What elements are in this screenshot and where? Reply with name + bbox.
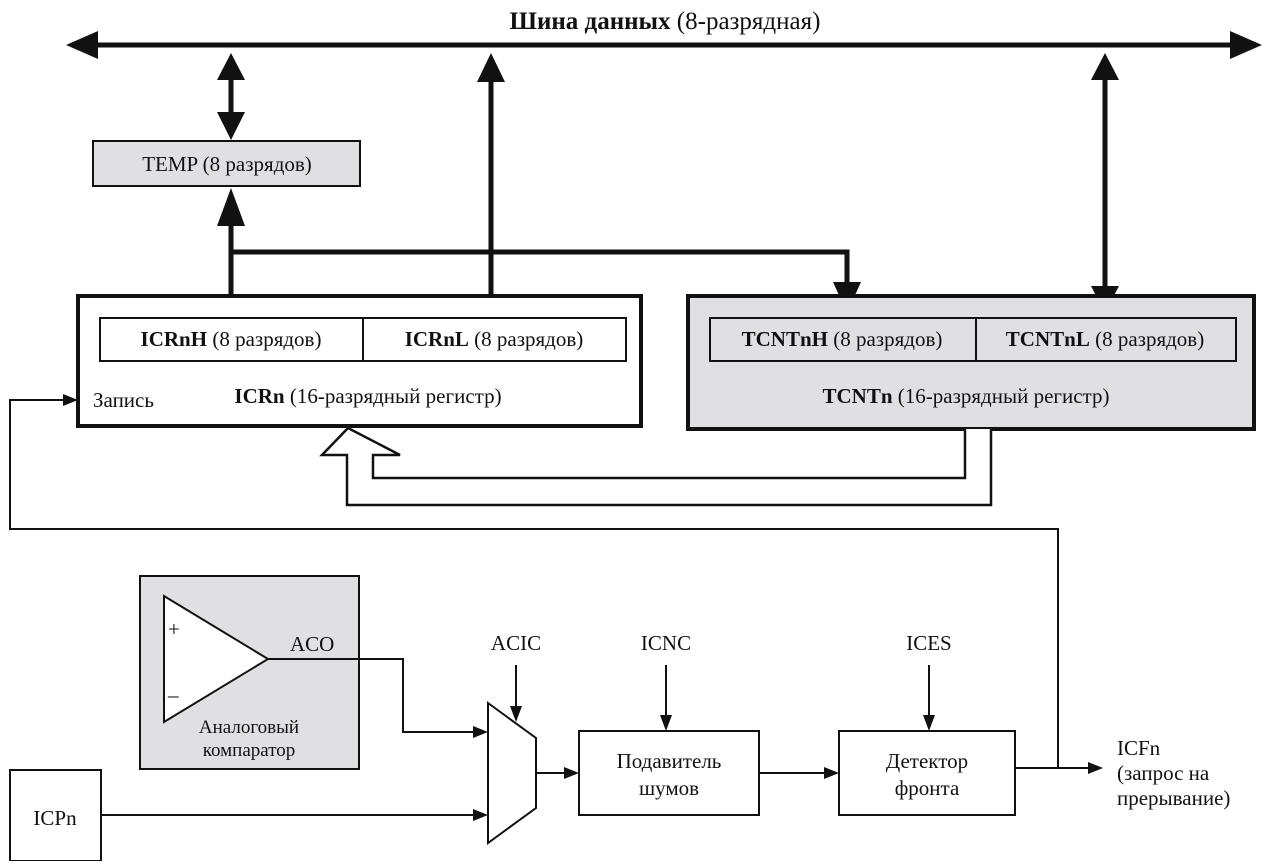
icrnl-label: ICRnL (8 разрядов) [405,327,584,351]
comparator-minus: – [167,683,179,707]
acic-arrow [510,665,522,722]
tcntn-name: TCNTn (16-разрядный регистр) [823,384,1110,408]
bus-left-arrowhead [66,31,98,59]
icfn-label: ICFn [1117,736,1161,760]
comparator-caption-1: Аналоговый [199,717,299,738]
tcntnl-label: TCNTnL (8 разрядов) [1006,327,1204,351]
icpn-pin [9,769,102,862]
icpn-label: ICPn [33,806,77,830]
temp-register [92,140,361,187]
icnc-label: ICNC [641,631,691,655]
noise-canceler-line1: Подавитель [617,749,722,773]
noise-canceler-line2: шумов [639,776,699,800]
input-multiplexer [487,701,537,845]
comparator-caption-2: компаратор [203,740,296,761]
edge-detector [838,730,1016,816]
noise-to-edge-line [759,767,839,779]
ices-label: ICES [906,631,952,655]
icrnl-to-bus-link [477,53,505,318]
mux-to-noise-line [536,767,579,779]
tcntn-register [686,294,1256,431]
icfn-caption-1: (запрос на [1117,761,1210,785]
edge-detector-line1: Детектор [886,749,968,773]
noise-canceler [578,730,760,816]
tcntnl-bus-link [1091,53,1119,313]
icnc-arrow [660,665,672,731]
icrnh-label: ICRnH (8 разрядов) [141,327,322,351]
transfer-arrow [319,426,993,507]
acic-label: ACIC [491,631,541,655]
icfn-caption-2: прерывание) [1117,786,1230,810]
ices-arrow [923,665,935,731]
data-bus-title: Шина данных (8-разрядная) [510,8,821,35]
comparator-plus: + [168,617,180,641]
write-feedback-line [9,394,1059,768]
bus-right-arrowhead [1230,31,1262,59]
write-label: Запись [93,388,154,412]
comparator-triangle [163,594,270,724]
edge-detector-line2: фронта [895,776,960,800]
aco-to-mux-line [268,658,488,738]
tcntnh-label: TCNTnH (8 разрядов) [742,327,943,351]
tcntn-inner [709,317,1237,362]
temp-bus-link [217,53,245,140]
icpn-to-mux-line [101,809,488,821]
edge-to-icfn-line [1015,762,1103,774]
data-bus [66,31,1262,59]
aco-label: ACO [290,632,334,656]
icrn-name: ICRn (16-разрядный регистр) [234,384,501,408]
temp-register-label: TEMP (8 разрядов) [142,152,312,176]
